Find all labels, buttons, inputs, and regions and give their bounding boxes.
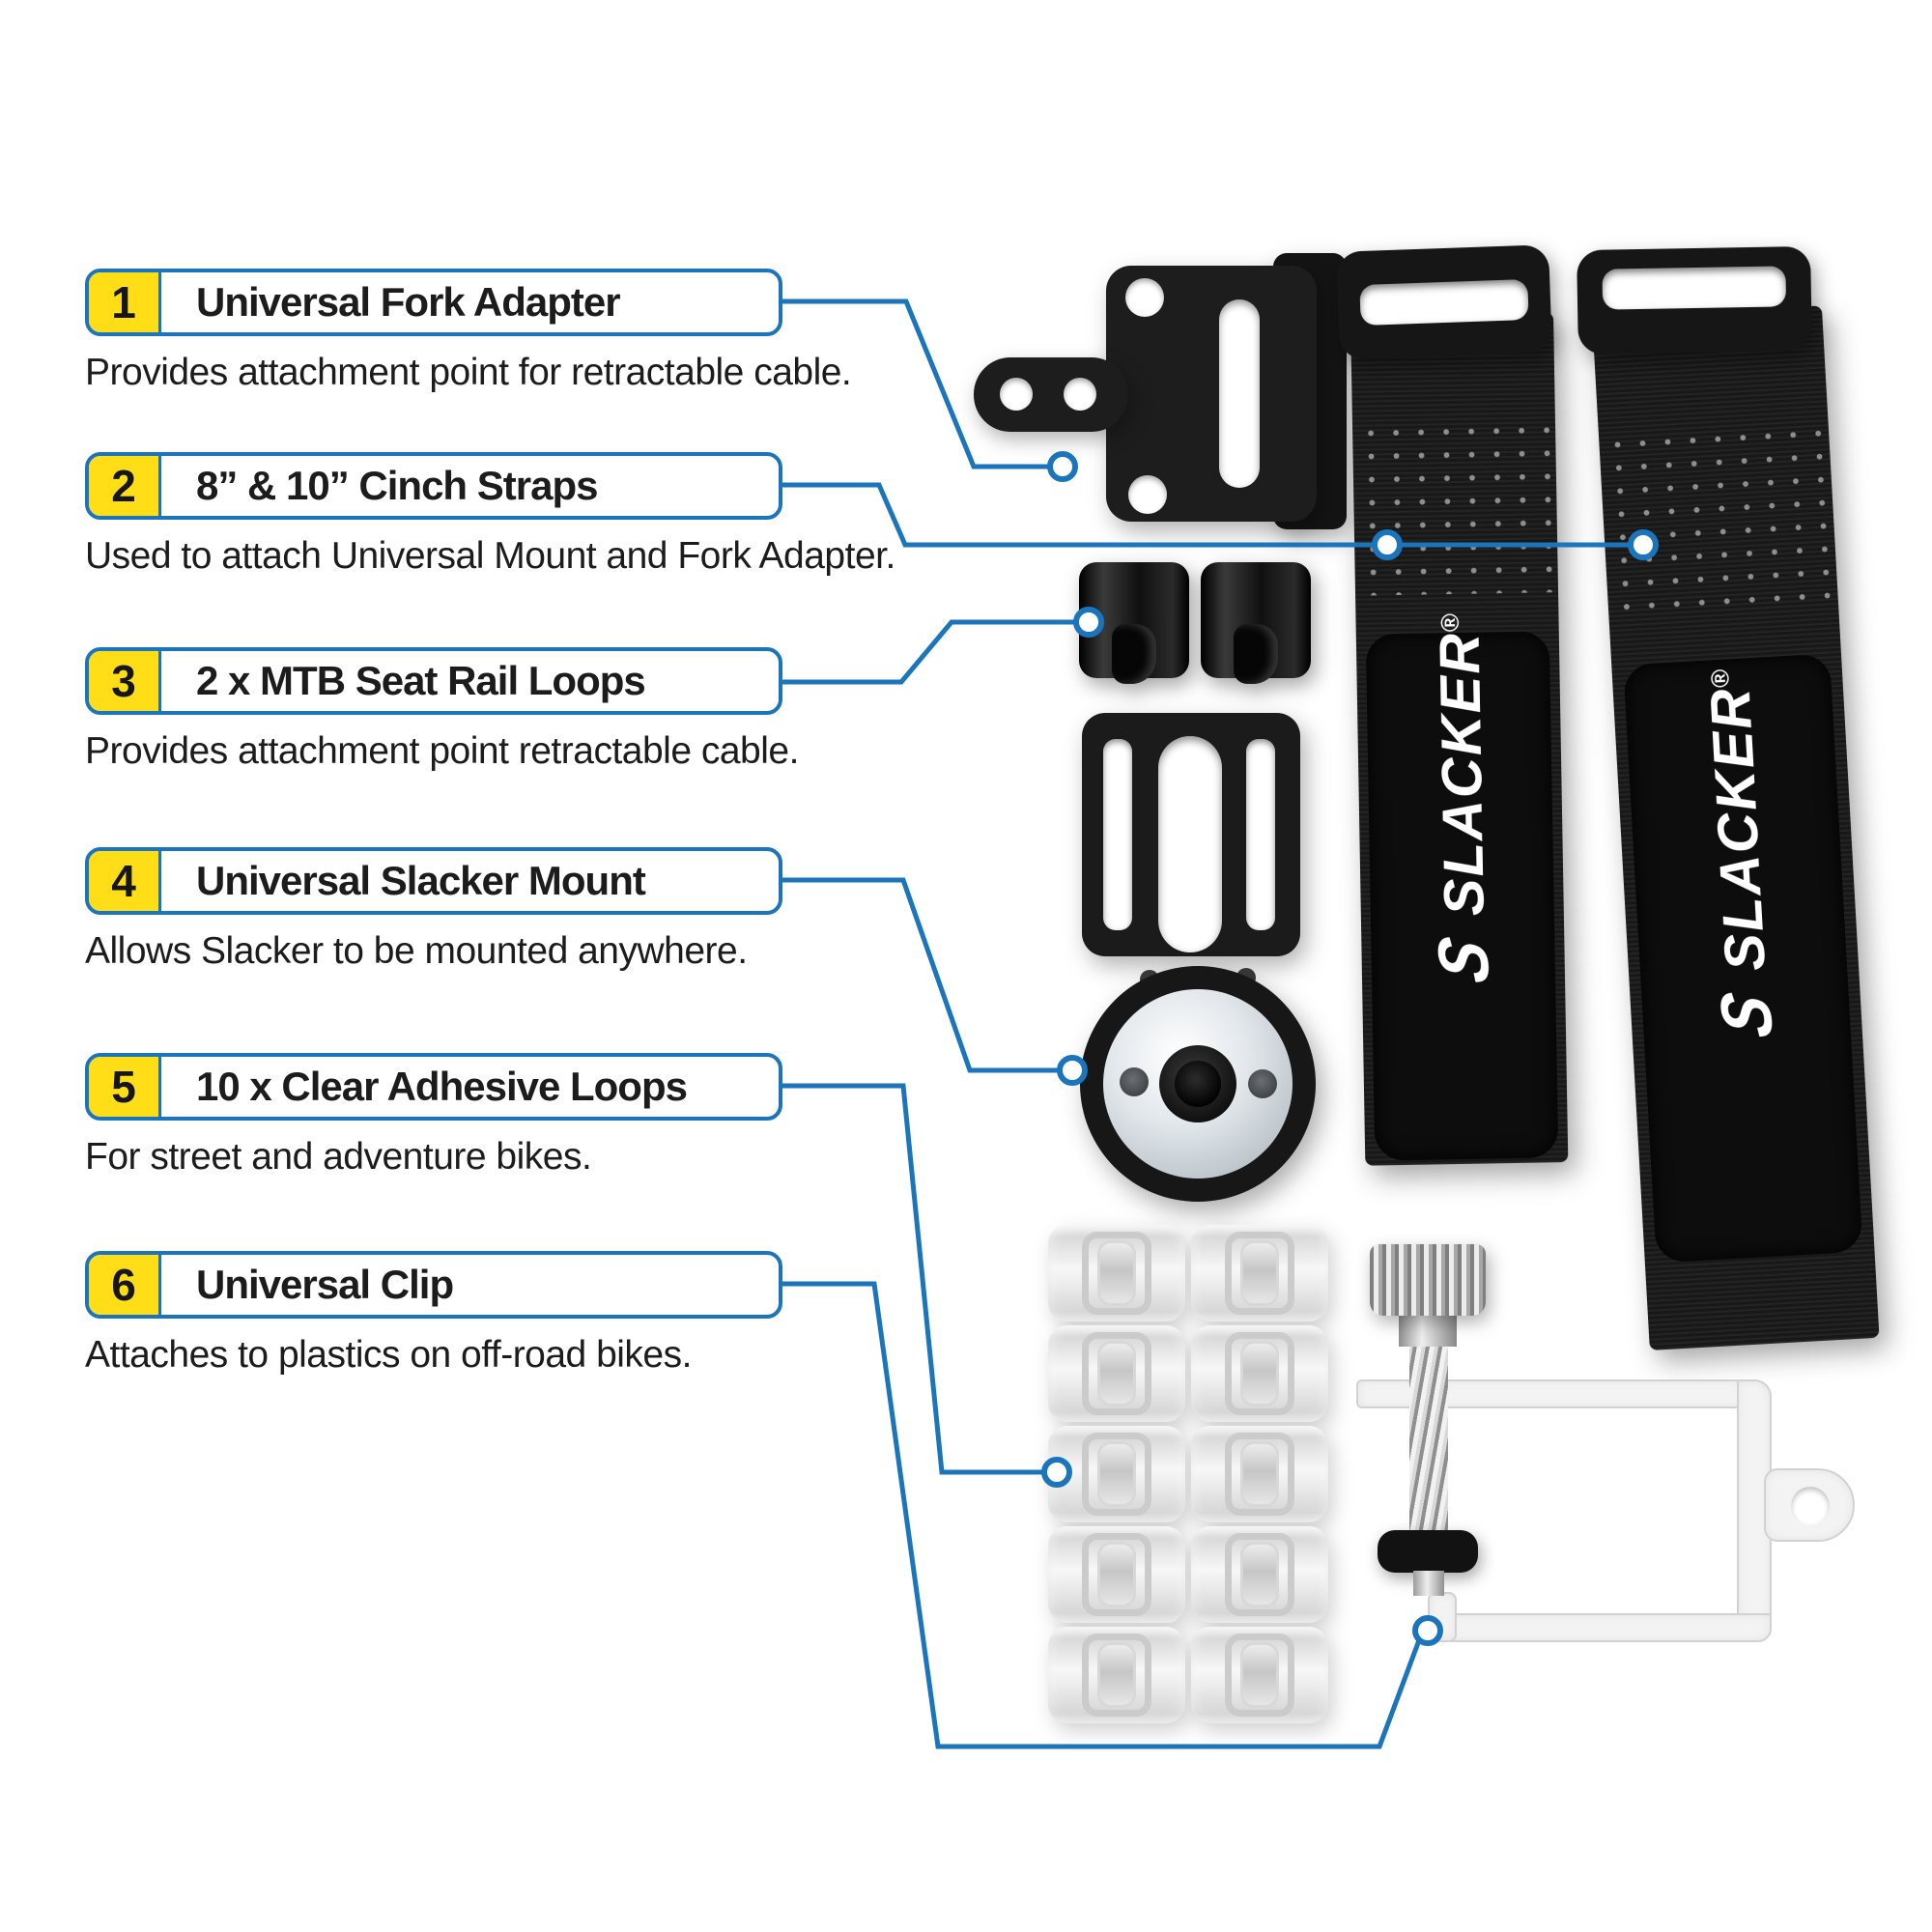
mount-slot-left [1103,739,1132,930]
strap-brand-text: S SLACKER® [1421,612,1504,988]
callout-5: 5 10 x Clear Adhesive Loops For street a… [85,1053,954,1178]
callout-6: 6 Universal Clip Attaches to plastics on… [85,1251,954,1376]
clip-frame-bottom-bar [1428,1613,1772,1642]
clip-frame-bottom-stub [1428,1592,1457,1642]
callout-title-4: Universal Slacker Mount [196,858,646,903]
callout-desc-5: For street and adventure bikes. [85,1136,592,1178]
universal-clip-image [1356,1244,1859,1650]
callout-1: 1 Universal Fork Adapter Provides attach… [85,269,954,393]
callout-number-4: 4 [89,851,161,911]
callout-title-5: 10 x Clear Adhesive Loops [196,1064,688,1109]
universal-mount-image [1079,713,1317,1206]
adhesive-loop-cap [1100,1545,1133,1605]
callout-desc-3: Provides attachment point retractable ca… [85,730,799,772]
registered-mark: ® [1705,668,1736,689]
adhesive-loop-cap [1243,1444,1276,1504]
mount-disc-hole-right [1248,1069,1277,1098]
adhesive-loop-cap [1243,1645,1276,1705]
adhesive-loop-cap [1243,1243,1276,1303]
callout-desc-1: Provides attachment point for retractabl… [85,352,852,393]
strap-stitch-dots [1604,421,1833,617]
adhesive-loop [1048,1526,1185,1623]
callout-number-1: 1 [89,272,161,332]
clip-threaded-rod [1409,1345,1448,1534]
clip-rubber-foot [1378,1530,1478,1573]
fork-adapter-wing-hole-right [1064,378,1096,411]
callout-desc-4: Allows Slacker to be mounted anywhere. [85,930,748,972]
adhesive-loop [1191,1325,1328,1422]
adhesive-loop [1048,1627,1185,1723]
fork-adapter-top-hole [1125,278,1164,317]
adhesive-loop [1048,1225,1185,1321]
adhesive-loop [1048,1426,1185,1522]
clip-tab-hole [1791,1487,1830,1525]
mount-slot-right [1246,739,1275,930]
cinch-strap-10in-webbing: S SLACKER® [1592,305,1880,1350]
fork-adapter-bottom-hole [1128,475,1167,514]
buckle-slot [1359,278,1529,327]
callout-title-2: 8” & 10” Cinch Straps [196,463,598,508]
mount-hub-center [1175,1061,1221,1107]
strap-stitch-dots [1357,418,1553,596]
callout-number-2: 2 [89,456,161,516]
clip-mount-tab [1764,1468,1855,1542]
clip-screw-neck [1399,1314,1457,1347]
callout-box-2: 2 8” & 10” Cinch Straps [85,452,782,520]
fork-adapter-image [974,246,1360,536]
callout-number-6: 6 [89,1255,161,1315]
seat-rail-loop-1-image [1079,562,1189,684]
cinch-strap-8in-webbing: S SLACKER® [1350,312,1569,1166]
seat-rail-loop-hook [1234,624,1278,684]
adhesive-loop [1191,1627,1328,1723]
cinch-strap-8in-buckle [1336,244,1552,360]
clip-nut [1413,1571,1444,1596]
callout-3: 3 2 x MTB Seat Rail Loops Provides attac… [85,647,954,772]
slacker-wordmark: SLACKER [1698,685,1778,974]
adhesive-loop-cap [1243,1344,1276,1404]
mount-center-cutout [1158,736,1222,952]
slacker-wordmark: SLACKER [1428,631,1496,917]
clip-thumbscrew-knob [1370,1244,1486,1316]
adhesive-loops-image [1048,1225,1328,1723]
adhesive-loop-cap [1100,1645,1133,1705]
slacker-logo-icon: S [1422,929,1504,989]
callout-box-5: 5 10 x Clear Adhesive Loops [85,1053,782,1121]
adhesive-loop-cap [1243,1545,1276,1605]
adhesive-loop-cap [1100,1243,1133,1303]
callout-title-3: 2 x MTB Seat Rail Loops [196,658,646,703]
buckle-slot [1602,266,1787,310]
callout-title-1: Universal Fork Adapter [196,279,621,325]
callout-2: 2 8” & 10” Cinch Straps Used to attach U… [85,452,954,577]
callout-title-6: Universal Clip [196,1262,454,1307]
callout-box-1: 1 Universal Fork Adapter [85,269,782,336]
mount-buckle [1082,713,1300,956]
callout-desc-2: Used to attach Universal Mount and Fork … [85,535,895,577]
adhesive-loop [1048,1325,1185,1422]
callout-4: 4 Universal Slacker Mount Allows Slacker… [85,847,954,972]
callout-box-6: 6 Universal Clip [85,1251,782,1319]
slacker-logo-icon: S [1704,985,1788,1042]
fork-adapter-wing [974,357,1128,432]
callout-box-4: 4 Universal Slacker Mount [85,847,782,915]
mount-disc-hole-left [1120,1067,1149,1096]
adhesive-loop-cap [1100,1344,1133,1404]
callout-number-3: 3 [89,651,161,711]
adhesive-loop [1191,1225,1328,1321]
callout-number-5: 5 [89,1057,161,1117]
fork-adapter-wing-hole-left [1000,378,1033,411]
adhesive-loop [1191,1426,1328,1522]
cinch-strap-10in-buckle [1577,245,1812,355]
callout-desc-6: Attaches to plastics on off-road bikes. [85,1334,692,1376]
callout-box-3: 3 2 x MTB Seat Rail Loops [85,647,782,715]
fork-adapter-slot [1219,299,1260,488]
adhesive-loop [1191,1526,1328,1623]
seat-rail-loop-hook [1112,624,1156,684]
registered-mark: ® [1435,612,1465,633]
seat-rail-loop-2-image [1201,562,1311,684]
adhesive-loop-cap [1100,1444,1133,1504]
